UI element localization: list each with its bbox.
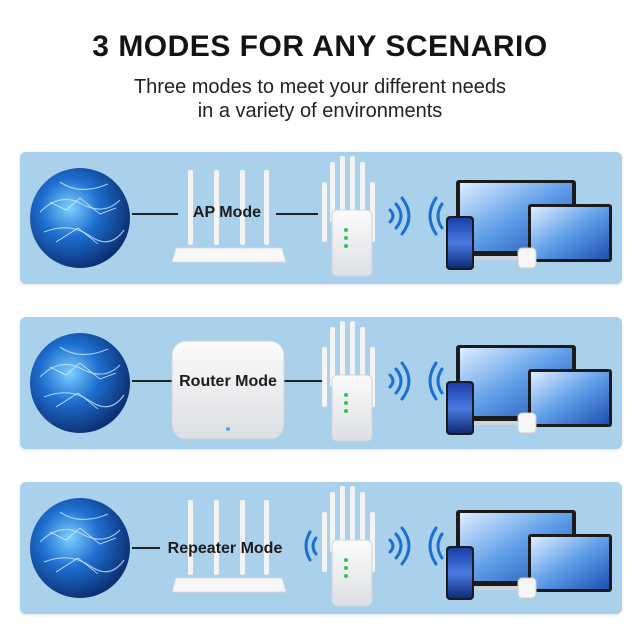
router-icon [171, 170, 287, 263]
wifi-signal-icon [304, 530, 318, 562]
globe-icon [30, 333, 130, 433]
router-icon [171, 500, 287, 593]
globe-icon [30, 168, 130, 268]
wifi-signal-icon [388, 361, 444, 401]
page-title: 3 MODES FOR ANY SCENARIO [92, 30, 548, 63]
globe-icon [30, 498, 130, 598]
mode-label-repeater: Repeater Mode [167, 540, 283, 557]
mode-label-ap: AP Mode [192, 204, 262, 221]
mode-panel-ap: AP Mode [20, 152, 622, 284]
mode-panel-repeater: Repeater Mode [20, 482, 622, 614]
extender-icon [322, 156, 375, 277]
devices-icon [446, 510, 612, 600]
mode-label-router: Router Mode [179, 373, 277, 390]
devices-icon [446, 345, 612, 435]
subtitle-line-2: in a variety of environments [197, 100, 443, 122]
subtitle-line-1: Three modes to meet your different needs [133, 76, 507, 98]
extender-icon [322, 321, 375, 442]
wifi-signal-icon [388, 196, 444, 236]
extender-icon [322, 486, 375, 607]
wifi-signal-icon [388, 526, 444, 566]
devices-icon [446, 180, 612, 270]
mesh-box-icon [171, 340, 285, 440]
mode-panel-router: Router Mode [20, 317, 622, 449]
